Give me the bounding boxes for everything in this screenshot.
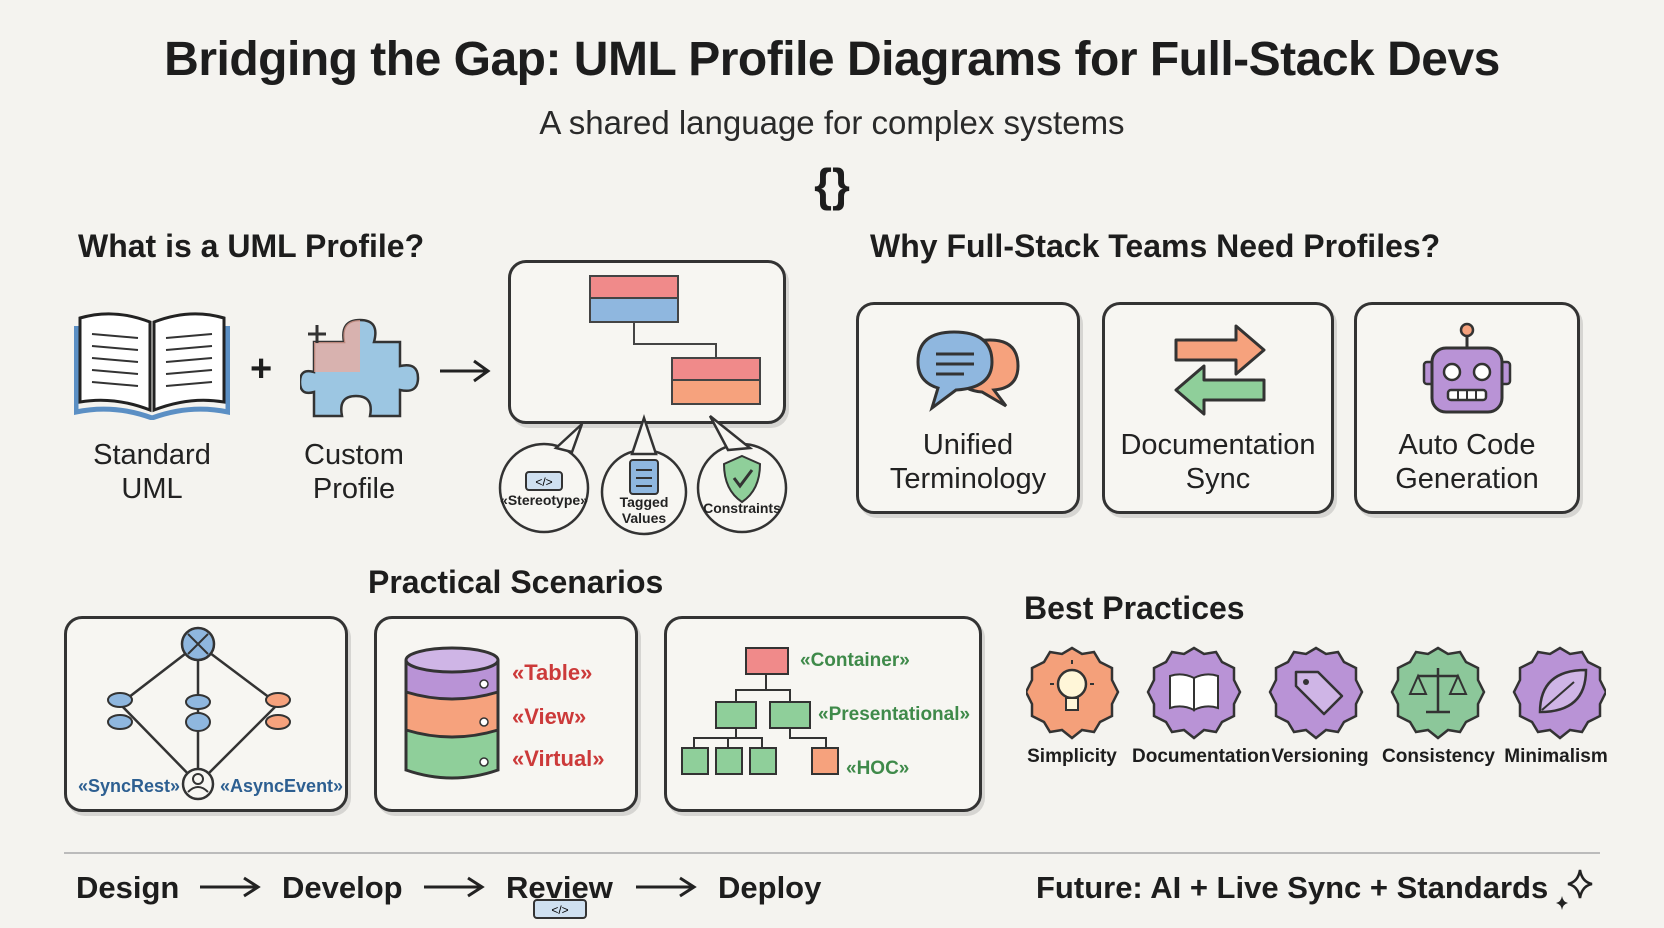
step-design: Design (76, 870, 180, 905)
puzzle-piece-icon (300, 318, 420, 418)
unified-label-1: Unified (922, 429, 1014, 461)
presentational-stereotype-label: «Presentational» (818, 704, 971, 725)
container-stereotype-label: «Container» (800, 650, 910, 671)
custom-profile-label-2: Profile (312, 473, 396, 505)
leaf-icon (1512, 646, 1606, 740)
doc-sync-label-2: Sync (1185, 463, 1251, 495)
book-icon (74, 312, 230, 420)
lightbulb-icon (1026, 646, 1120, 740)
standard-uml-label-1: Standard (93, 439, 211, 471)
flow-arrow-icon (424, 876, 485, 898)
book-badge-icon (1146, 646, 1242, 740)
sparkle-icon (1556, 869, 1593, 910)
documentation-sync-card (1102, 302, 1334, 514)
plus-sign: + (250, 348, 273, 390)
shield-check-icon (722, 454, 762, 504)
why-heading: Why Full-Stack Teams Need Profiles? (870, 228, 1441, 264)
tag-icon (1268, 646, 1364, 740)
page-title: Bridging the Gap: UML Profile Diagrams f… (164, 33, 1500, 86)
footer-divider (64, 852, 1600, 854)
component-tree-icon (681, 647, 839, 775)
async-event-label: «AsyncEvent» (220, 776, 344, 796)
minimalism-label: Minimalism (1504, 746, 1608, 767)
sync-rest-label: «SyncRest» (78, 776, 181, 796)
scales-icon (1390, 646, 1486, 740)
auto-code-label-1: Auto Code (1398, 429, 1536, 461)
class-diagram-icon (589, 275, 761, 405)
table-stereotype-label: «Table» (512, 660, 593, 685)
tag-list-icon (629, 459, 659, 495)
auto-code-label-2: Generation (1395, 463, 1539, 495)
standard-uml-label-2: UML (121, 473, 183, 505)
svg-text:</>: </> (551, 903, 568, 917)
database-icon (404, 646, 500, 780)
unified-label-2: Terminology (889, 463, 1047, 495)
simplicity-label: Simplicity (1027, 746, 1117, 767)
flow-arrow-icon (200, 876, 261, 898)
best-practices-heading: Best Practices (1024, 590, 1245, 626)
step-deploy: Deploy (718, 870, 822, 905)
stereotype-label: «Stereotype» (500, 492, 588, 508)
constraints-label: Constraints (703, 500, 781, 516)
custom-profile-label-1: Custom (304, 439, 404, 471)
robot-icon (1422, 322, 1512, 414)
tagged-values-label-2: Values (621, 510, 667, 526)
svg-text:</>: </> (535, 475, 552, 489)
step-develop: Develop (282, 870, 403, 905)
arrow-right-icon (440, 359, 491, 383)
virtual-stereotype-label: «Virtual» (512, 746, 605, 771)
braces-icon: {} (814, 159, 850, 211)
flow-arrow-icon (636, 876, 697, 898)
scenarios-heading: Practical Scenarios (368, 564, 664, 600)
documentation-label: Documentation (1132, 746, 1271, 767)
tagged-values-label-1: Tagged (619, 494, 669, 510)
versioning-label: Versioning (1271, 746, 1369, 767)
api-graph-icon (107, 626, 291, 801)
chat-bubbles-icon (916, 330, 1020, 412)
code-review-icon: </> (533, 899, 587, 919)
best-practices-badges (1026, 646, 1606, 740)
future-text: Future: AI + Live Sync + Standards (1036, 870, 1549, 905)
doc-sync-label-1: Documentation (1120, 429, 1316, 461)
profile-elements-bubbles: </> (498, 414, 788, 536)
view-stereotype-label: «View» (512, 704, 587, 729)
sync-arrows-icon (1174, 324, 1266, 416)
hoc-stereotype-label: «HOC» (846, 758, 910, 779)
page-subtitle: A shared language for complex systems (539, 104, 1125, 141)
consistency-label: Consistency (1382, 746, 1495, 767)
what-is-heading: What is a UML Profile? (78, 228, 425, 264)
code-tag-icon: </> (525, 471, 563, 491)
